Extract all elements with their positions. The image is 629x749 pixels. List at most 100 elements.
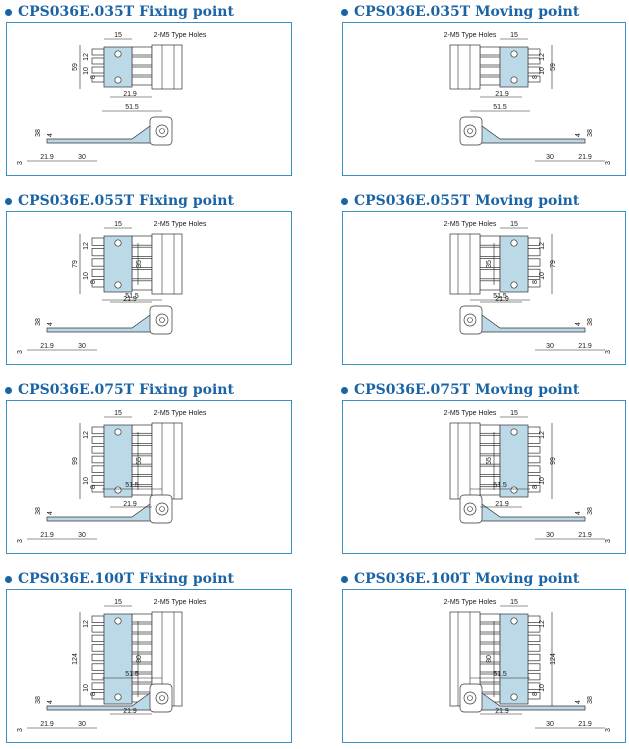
chain-link [479, 465, 501, 475]
mounting-hole [114, 486, 122, 494]
bracket-tooth [91, 66, 105, 74]
chain-link [479, 76, 501, 86]
dim-label-width: 15 [114, 410, 122, 417]
mounting-hole [114, 428, 122, 436]
bracket-tooth [91, 237, 105, 246]
dim-label-j: 30 [78, 532, 86, 539]
dim-label-d: 21.9 [123, 296, 137, 303]
dim-label-d: 21.9 [495, 708, 509, 715]
mounting-hole [510, 617, 518, 625]
chain-body [151, 44, 183, 90]
dim-label-c: 8 [90, 485, 97, 489]
bracket-tooth [91, 268, 105, 277]
dim-label-height: 99 [550, 457, 557, 465]
dim-label-h: 3 [17, 728, 24, 732]
dim-label-inner: 35 [136, 260, 143, 268]
dim-label-h: 3 [605, 539, 612, 543]
bracket-tooth [91, 48, 105, 56]
dim-label-height: 59 [72, 63, 79, 71]
chain-link [479, 633, 501, 643]
chain-link [131, 434, 153, 444]
dim-label-c: 8 [532, 692, 539, 696]
side-pin-circle [155, 691, 169, 705]
dim-label-e: 51.5 [125, 482, 139, 489]
dim-label-g: 4 [47, 511, 54, 515]
dim-label-width: 15 [510, 599, 518, 606]
technical-drawing: 152-M5 Type Holes591210821.951.5384321.9… [444, 32, 612, 165]
dim-label-b: 10 [83, 477, 90, 485]
dim-label-c: 8 [90, 280, 97, 284]
dim-label-f: 38 [587, 129, 594, 137]
diagram-title: CPS036E.035T Fixing point [0, 2, 234, 22]
dim-label-width: 15 [114, 599, 122, 606]
drawing-group [449, 611, 586, 713]
diagram-title: CPS036E.055T Fixing point [0, 191, 234, 211]
dim-label-d: 21.9 [495, 91, 509, 98]
dim-label-h: 3 [17, 539, 24, 543]
side-pin-circle [463, 691, 477, 705]
side-pin-circle [155, 124, 169, 138]
side-pin [159, 695, 165, 701]
dim-label-g: 4 [575, 700, 582, 704]
side-pin [159, 128, 165, 134]
chain-body [151, 422, 183, 500]
dim-label-i: 21.9 [40, 532, 54, 539]
dim-label-width: 15 [114, 32, 122, 39]
chain-link [479, 643, 501, 653]
mounting-hole [510, 281, 518, 289]
dim-label-b: 10 [83, 684, 90, 692]
side-pin [467, 506, 473, 512]
dim-label-e: 51.5 [493, 104, 507, 111]
mounting-hole [114, 281, 122, 289]
dim-label-inner: 80 [486, 655, 493, 663]
dim-label-height: 124 [550, 653, 557, 665]
dim-label-j: 30 [546, 154, 554, 161]
bracket-tooth [527, 644, 541, 652]
bracket-plate [103, 424, 133, 498]
bracket-plate [499, 613, 529, 705]
dim-label-inner: 55 [136, 457, 143, 465]
side-pin [159, 317, 165, 323]
mounting-hole [510, 239, 518, 247]
dim-label-b: 10 [539, 67, 546, 75]
bracket-tooth [91, 258, 105, 267]
chain-link [479, 683, 501, 693]
dim-label-i: 21.9 [40, 343, 54, 350]
dim-label-a: 12 [539, 431, 546, 439]
dim-label-h: 3 [605, 350, 612, 354]
dim-label-e: 51.5 [493, 293, 507, 300]
dim-label-b: 10 [539, 684, 546, 692]
bracket-tooth [91, 436, 105, 444]
mounting-hole [114, 239, 122, 247]
dim-label-i: 21.9 [578, 154, 592, 161]
bracket-tooth [91, 426, 105, 435]
chain-link [479, 613, 501, 623]
bracket-tooth [91, 663, 105, 671]
holes-note: 2-M5 Type Holes [444, 599, 497, 606]
dim-label-a: 12 [539, 620, 546, 628]
side-pin-circle [155, 313, 169, 327]
dim-label-i: 21.9 [578, 343, 592, 350]
dim-label-c: 8 [532, 75, 539, 79]
bracket-tooth [91, 634, 105, 643]
dim-label-j: 30 [78, 721, 86, 728]
chain-link [479, 66, 501, 76]
bracket-tooth [91, 465, 105, 473]
dim-label-j: 30 [546, 343, 554, 350]
chain-link [131, 445, 153, 455]
chain-link [131, 623, 153, 633]
dim-label-inner: 55 [486, 457, 493, 465]
bullet-icon [5, 575, 12, 583]
